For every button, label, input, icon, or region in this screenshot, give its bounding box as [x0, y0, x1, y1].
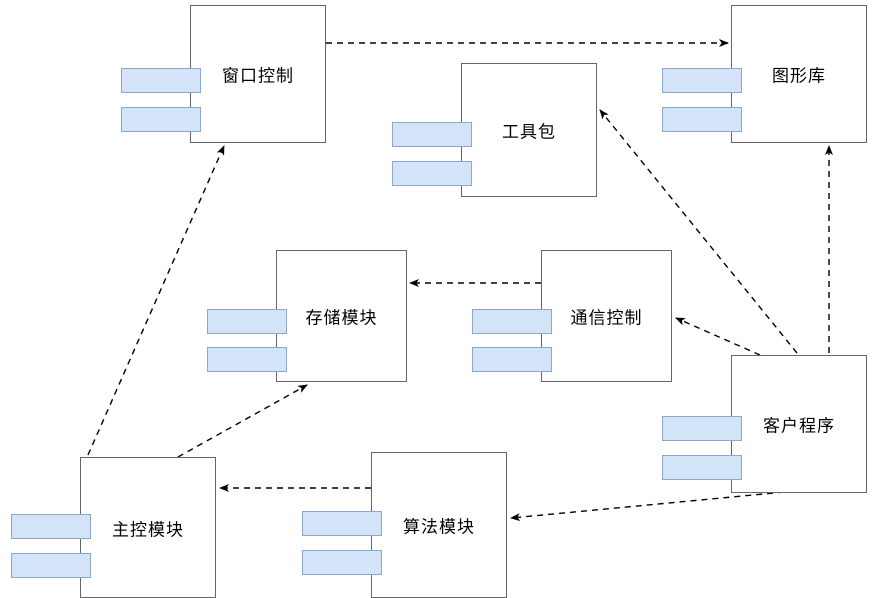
connection-main-control-to-window-control	[87, 145, 225, 456]
port-client-program-2[interactable]	[662, 455, 742, 480]
component-graphics-library[interactable]: 图形库	[662, 5, 867, 143]
connection-main-control-to-storage-module	[177, 384, 308, 458]
port-main-control-module-1[interactable]	[11, 514, 91, 539]
port-graphics-library-2[interactable]	[662, 107, 742, 132]
port-toolkit-1[interactable]	[392, 122, 472, 147]
component-label-window-control: 窗口控制	[222, 66, 294, 86]
component-label-algorithm-module: 算法模块	[403, 517, 475, 537]
port-window-control-1[interactable]	[121, 68, 201, 93]
component-storage-module[interactable]: 存储模块	[207, 250, 407, 382]
port-algorithm-module-2[interactable]	[302, 550, 382, 575]
component-label-main-control-module: 主控模块	[112, 520, 184, 539]
component-toolkit[interactable]: 工具包	[392, 63, 597, 197]
port-client-program-1[interactable]	[662, 416, 742, 441]
component-label-graphics-library: 图形库	[772, 66, 826, 86]
component-window-control[interactable]: 窗口控制	[121, 5, 326, 143]
port-storage-module-1[interactable]	[207, 309, 287, 334]
port-main-control-module-2[interactable]	[11, 553, 91, 578]
connection-client-program-to-algorithm-module	[510, 490, 796, 522]
component-main-control-module[interactable]: 主控模块	[11, 457, 216, 598]
port-window-control-2[interactable]	[121, 107, 201, 132]
component-label-toolkit: 工具包	[502, 122, 556, 142]
port-toolkit-2[interactable]	[392, 161, 472, 186]
port-storage-module-2[interactable]	[207, 347, 287, 372]
component-communication-control[interactable]: 通信控制	[472, 250, 672, 382]
component-client-program[interactable]: 客户程序	[662, 355, 867, 493]
connection-client-program-to-communication-control	[675, 317, 761, 356]
component-label-storage-module: 存储模块	[305, 308, 378, 328]
port-graphics-library-1[interactable]	[662, 68, 742, 93]
component-label-client-program: 客户程序	[763, 416, 835, 436]
port-communication-control-1[interactable]	[472, 309, 552, 334]
port-communication-control-2[interactable]	[472, 347, 552, 372]
component-label-communication-control: 通信控制	[570, 308, 643, 328]
port-algorithm-module-1[interactable]	[302, 511, 382, 536]
component-algorithm-module[interactable]: 算法模块	[302, 452, 507, 598]
